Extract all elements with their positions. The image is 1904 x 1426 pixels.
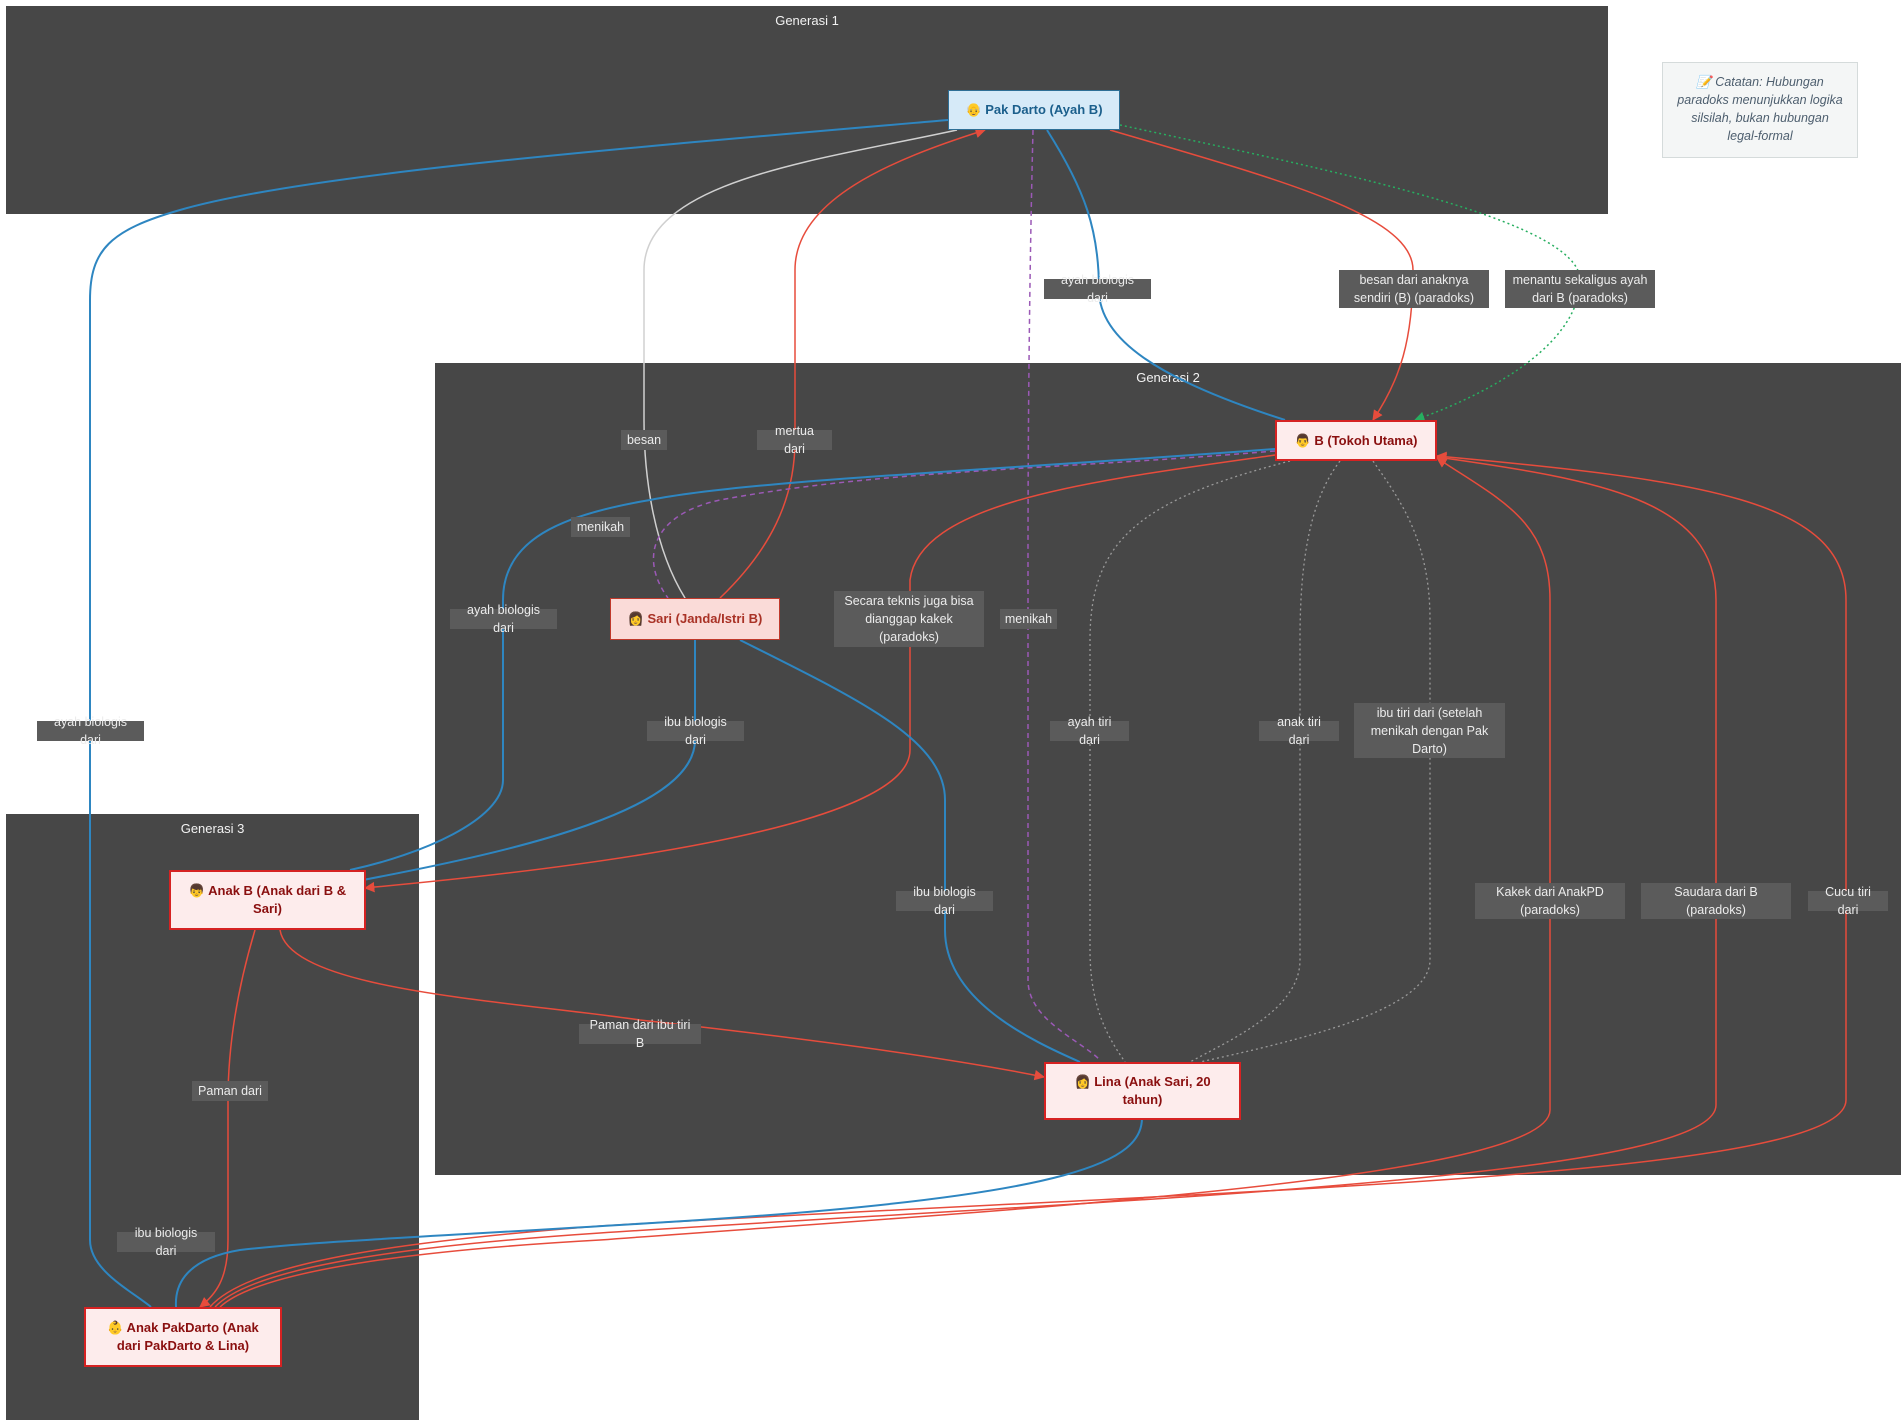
edge-ayah-bio-b-anakb xyxy=(349,448,1276,871)
edge-label-cucu-tiri: Cucu tiri dari xyxy=(1808,885,1888,917)
edge-anak-tiri xyxy=(1189,460,1341,1063)
node-anak-b[interactable]: 👦 Anak B (Anak dari B & Sari) xyxy=(169,870,366,930)
node-b-tokoh-utama[interactable]: 👨 B (Tokoh Utama) xyxy=(1275,420,1437,461)
edge-label-saudara-b: Saudara dari B (paradoks) xyxy=(1641,883,1791,919)
edge-label-ayah-bio-b-anakb: ayah biologis dari xyxy=(450,603,557,635)
edge-label-besan-anaknya: besan dari anaknya sendiri (B) (paradoks… xyxy=(1339,270,1489,308)
cluster-title-generasi-1: Generasi 1 xyxy=(775,13,839,28)
edge-label-kakek-anakpd: Kakek dari AnakPD (paradoks) xyxy=(1475,883,1625,919)
edge-label-ibu-bio-sari-anakb: ibu biologis dari xyxy=(647,715,744,747)
edge-label-paman-dari: Paman dari xyxy=(192,1081,268,1101)
edge-besan xyxy=(643,129,958,609)
edge-paman-ibu-tiri xyxy=(279,929,1046,1081)
edge-ayah-bio-pd-anakpd xyxy=(89,119,949,1308)
edge-label-ayah-bio-pd-b: ayah biologis dari xyxy=(1044,273,1151,305)
edge-label-besan: besan xyxy=(621,430,667,450)
edge-label-ibu-bio-sari-lina: ibu biologis dari xyxy=(896,885,993,917)
edge-label-menikah-b-sari: menikah xyxy=(571,517,630,537)
edge-label-ibu-tiri: ibu tiri dari (setelah menikah dengan Pa… xyxy=(1354,703,1505,758)
edge-menantu xyxy=(1119,124,1581,422)
node-pak-darto[interactable]: 👴 Pak Darto (Ayah B) xyxy=(948,90,1120,130)
node-anak-pakdarto[interactable]: 👶 Anak PakDarto (Anak dari PakDarto & Li… xyxy=(84,1307,282,1367)
edge-label-paman-ibu-tiri: Paman dari ibu tiri B xyxy=(579,1018,701,1050)
edge-label-menikah-pd-lina: menikah xyxy=(1000,609,1057,629)
note-catatan: 📝 Catatan: Hubungan paradoks menunjukkan… xyxy=(1662,62,1858,158)
edge-saudara-b xyxy=(214,453,1717,1308)
edge-menikah-b-sari xyxy=(652,450,1276,599)
edge-ibu-tiri xyxy=(1199,460,1431,1063)
edge-mertua xyxy=(719,127,987,599)
edge-label-ibu-bio-lina-anakpd: ibu biologis dari xyxy=(117,1226,215,1258)
edge-kakek xyxy=(363,454,1276,893)
edge-label-ayah-bio-pd-anakpd: ayah biologis dari xyxy=(37,715,144,747)
edge-label-menantu: menantu sekaligus ayah dari B (paradoks) xyxy=(1505,270,1655,308)
node-lina[interactable]: 👩 Lina (Anak Sari, 20 tahun) xyxy=(1044,1062,1241,1120)
edge-ibu-bio-sari-anakb xyxy=(362,640,696,881)
cluster-title-generasi-3: Generasi 3 xyxy=(180,821,245,836)
edge-label-mertua: mertua dari xyxy=(757,424,832,456)
edge-besan-anaknya xyxy=(1109,129,1414,421)
node-sari[interactable]: 👩 Sari (Janda/Istri B) xyxy=(610,598,780,640)
edge-ayah-tiri xyxy=(1089,460,1291,1063)
edge-cucu-tiri xyxy=(209,451,1847,1308)
edge-label-kakek: Secara teknis juga bisa dianggap kakek (… xyxy=(834,591,984,647)
cluster-generasi-1: Generasi 1 xyxy=(6,6,1608,214)
edge-ibu-bio-sari-lina xyxy=(739,639,1081,1063)
edge-menikah-pd-lina xyxy=(1027,129,1101,1061)
edge-label-anak-tiri: anak tiri dari xyxy=(1259,715,1339,747)
edge-label-ayah-tiri: ayah tiri dari xyxy=(1050,715,1129,747)
edge-ibu-bio-lina-anakpd xyxy=(174,1117,1143,1308)
